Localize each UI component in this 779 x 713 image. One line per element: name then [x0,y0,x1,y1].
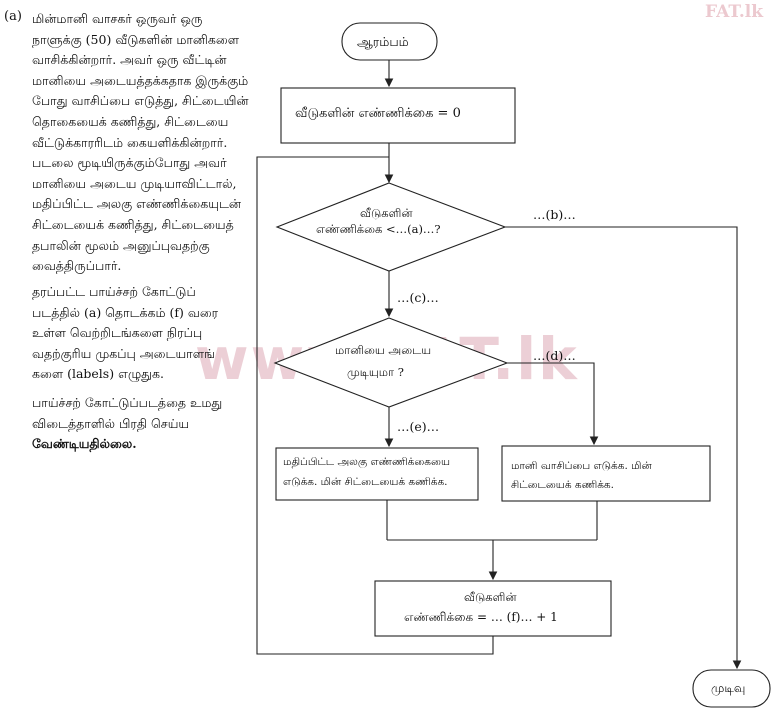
paragraph-bold: வேண்டியதில்லை. [32,436,137,452]
corner-watermark: FAT.lk [705,2,763,22]
decision-2-line1: மானியை அடைய [335,343,432,357]
increment-line2: எண்ணிக்கை = … (f)… + 1 [404,610,558,624]
estimate-box-line2: எடுக்க. மின் சிட்டையைக் கணிக்க. [283,476,448,488]
paragraph-line: வதற்குரிய முகப்பு அடையாளங் [32,345,215,361]
increment-line1: வீடுகளின் [464,590,517,604]
read-meter-box-line1: மானி வாசிப்பை எடுக்க. மின் [511,460,652,472]
paragraph-line: போது வாசிப்பை எடுத்து, சிட்டையின் [32,93,249,109]
estimate-box-line1: மதிப்பிட்ட அலகு எண்ணிக்கையை [283,456,450,468]
paragraph-note: பாய்ச்சற் கோட்டுப்படத்தை உமது விடைத்தாளி… [32,393,252,455]
decision-1-line1: வீடுகளின் [360,206,413,220]
end-terminal [692,669,771,708]
paragraph-description: மின்மானி வாசகர் ஒருவர் ஒரு நாளுக்கு (50)… [32,9,252,277]
paragraph-line: படத்தில் (a) தொடக்கம் (f) வரை [32,304,219,320]
paragraph-line: விடைத்தாளில் பிரதி செய்ய [32,415,190,431]
label-b: …(b)… [533,207,576,222]
paragraph-line: மதிப்பிட்ட அலகு எண்ணிக்கையுடன் [32,196,242,212]
increment-box [374,580,612,637]
paragraph-line: உள்ள வெற்றிடங்களை நிரப்பு [32,325,203,341]
paragraph-line: தொகையைக் கணித்து, சிட்டையை [32,113,229,129]
paragraph-line: மின்மானி வாசகர் ஒருவர் ஒரு [32,11,203,26]
paragraph-line: களை (labels) எழுதுக. [32,366,164,382]
paragraph-line: தபாலின் மூலம் அனுப்புவதற்கு [32,237,210,253]
paragraph-line: வாசிக்கின்றார். அவர் ஒரு வீட்டின் [32,52,227,68]
paragraph-line: நாளுக்கு (50) வீடுகளின் மானிகளை [32,31,239,47]
paragraph-line: தரப்பட்ட பாய்ச்சற் கோட்டுப் [32,284,196,299]
paragraph-line: மானியை அடைய முடியாவிட்டால், [32,175,237,191]
paragraph-line: பாய்ச்சற் கோட்டுப்படத்தை உமது [32,395,223,410]
estimate-box [275,447,479,501]
question-label: (a) [4,9,22,24]
paragraph-line: மானியை அடையத்தக்கதாக இருக்கும் [32,72,249,88]
paragraph-line: படலை மூடியிருக்கும்போது அவர் [32,155,227,171]
decision-2 [273,317,509,408]
paragraph-instruction: தரப்பட்ட பாய்ச்சற் கோட்டுப் படத்தில் (a)… [32,282,252,385]
start-label: ஆரம்பம் [357,34,409,49]
label-c: …(c)… [397,290,439,305]
paragraph-line: சிட்டையைக் கணித்து, சிட்டையைத் [32,216,234,232]
label-d: …(d)… [533,348,576,363]
decision-2-line2: முடியுமா ? [347,365,404,379]
paragraph-line: வைத்திருப்பார். [32,258,122,274]
end-label: முடிவு [711,681,746,695]
paragraph-line: வீட்டுக்காரரிடம் கையளிக்கின்றார். [32,134,228,150]
init-box-label: வீடுகளின் எண்ணிக்கை = 0 [295,106,461,121]
decision-1-line2: எண்ணிக்கை <…(a)…? [316,222,441,236]
label-e: …(e)… [397,419,440,434]
read-meter-box [501,445,711,502]
read-meter-box-line2: சிட்டையைக் கணிக்க. [511,479,614,491]
init-box [280,87,516,144]
